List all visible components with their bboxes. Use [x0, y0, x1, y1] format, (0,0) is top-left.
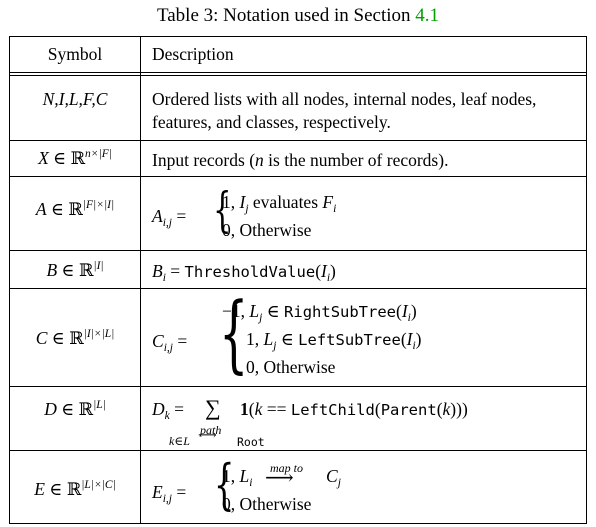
row-divider: [9, 140, 587, 141]
header-symbol: Symbol: [47, 44, 103, 64]
symbol-d: D ∈ ℝ|L|: [44, 399, 106, 420]
map-label: map to: [270, 461, 303, 475]
case-c-2: 1, Lj ∈ LeftSubTree(Ii): [246, 329, 422, 352]
description-lists-line1: Ordered lists with all nodes, internal n…: [152, 89, 537, 109]
case-e-1-target: Cj: [326, 466, 341, 489]
description-lists-line2: features, and classes, respectively.: [152, 112, 391, 132]
sum-subscript: k∈L: [169, 434, 190, 448]
case-c-1: −1, Lj ∈ RightSubTree(Ii): [222, 301, 417, 324]
top-rule: [9, 36, 587, 37]
left-brace: {: [213, 182, 232, 238]
sum-symbol: ∑: [205, 395, 221, 420]
case-a-1: 1, Ij evaluates Fi: [222, 192, 337, 215]
map-arrow-icon: ⟶: [265, 467, 294, 489]
symbol-c: C ∈ ℝ|I|×|L|: [35, 328, 115, 349]
column-divider: [140, 36, 141, 524]
row-divider: [9, 386, 587, 387]
sum-root: Root: [237, 435, 265, 449]
caption-text: Table 3: Notation used in Section: [156, 5, 416, 26]
case-c-3: 0, Otherwise: [246, 357, 336, 377]
left-brace: {: [213, 453, 235, 516]
header-description: Description: [152, 44, 234, 64]
symbol-e: E ∈ ℝ|L|×|C|: [34, 479, 116, 500]
header-rule: [9, 72, 587, 73]
formula-d-body: 1(k == LeftChild(Parent(k))): [240, 399, 468, 419]
symbol-b: B ∈ ℝ|I|: [46, 260, 104, 281]
section-link[interactable]: 4.1: [415, 5, 440, 26]
bottom-rule: [9, 523, 587, 524]
symbol-lists: N,I,L,F,C: [42, 89, 108, 109]
row-divider: [9, 288, 587, 289]
left-brace: {: [219, 284, 249, 382]
symbol-x: X ∈ ℝn×|F|: [38, 148, 112, 169]
description-x: Input records (n is the number of record…: [152, 150, 449, 170]
header-rule-double: [9, 75, 587, 76]
table-caption: Table 3: Notation used in Section 4.1: [0, 5, 596, 27]
formula-d: Dk =: [152, 399, 184, 422]
lhs-e: Ei,j =: [152, 482, 187, 505]
lhs-a: Ai,j =: [152, 206, 187, 229]
row-divider: [9, 450, 587, 451]
case-e-2: 0, Otherwise: [222, 494, 312, 514]
left-border: [9, 36, 10, 524]
row-divider: [9, 176, 587, 177]
case-e-1: 1, Li: [222, 466, 253, 489]
row-divider: [9, 250, 587, 251]
case-a-2: 0, Otherwise: [222, 220, 312, 240]
right-border: [586, 36, 587, 524]
path-arrow-icon: ⟶: [198, 427, 217, 442]
lhs-c: Ci,j =: [152, 331, 188, 354]
path-label: path: [200, 423, 222, 437]
formula-b: Bi = ThresholdValue(Ii): [152, 261, 336, 284]
symbol-a: A ∈ ℝ|F|×|I|: [35, 199, 115, 220]
